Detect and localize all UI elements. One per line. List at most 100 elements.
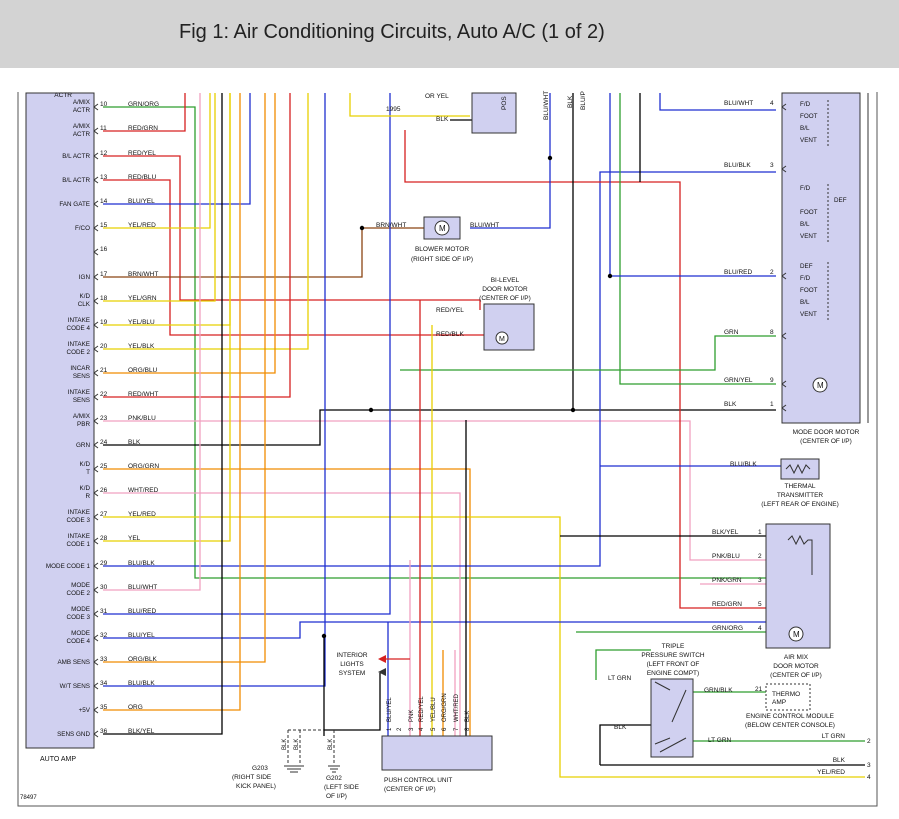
mode-door-pin-number: 2 (770, 269, 774, 276)
auto-amp-pin-number: 31 (100, 608, 108, 615)
air-mix-label-1: AIR MIX (784, 654, 809, 661)
right-output-pin-number: 2 (867, 738, 871, 745)
bilevel-motor-box (483, 303, 535, 351)
auto-amp-wire-label: BLU/WHT (128, 584, 157, 591)
pcu-pin-number: 3 (409, 727, 415, 731)
air-mix-wire-label: PNK/GRN (712, 577, 742, 584)
wire (103, 93, 391, 615)
vertical-wire-blk: BLK (567, 95, 574, 108)
auto-amp-pin-label: MODE CODE 1 (46, 563, 91, 570)
mode-door-motor-box (781, 92, 861, 424)
mode-switch-position-label: B/L (800, 299, 810, 306)
air-mix-pin-number: 2 (758, 553, 762, 560)
auto-amp-pin-label: MODE (71, 582, 90, 589)
mode-switch-position-label: B/L (800, 221, 810, 228)
pin-connector-icon (93, 562, 99, 570)
wire (103, 93, 223, 735)
mode-switch-position-label: VENT (800, 311, 817, 318)
air-mix-motor-symbol (788, 626, 804, 642)
auto-amp-pin-label: INTAKE (68, 509, 90, 516)
g203-wire-1: BLK (282, 739, 288, 750)
pcu-pin-number: 7 (454, 727, 460, 731)
triple-bottom-wire: LT GRN (708, 737, 732, 744)
bilevel-motor-symbol (495, 331, 509, 345)
air-mix-wire-label: BLK/YEL (712, 529, 739, 536)
auto-amp-pin-label: GRN (76, 442, 90, 449)
auto-amp-wire-label: YEL/GRN (128, 295, 157, 302)
pcu-label: PUSH CONTROL UNIT (384, 777, 452, 784)
auto-amp-pin-number: 27 (100, 511, 108, 518)
pcu-location: (CENTER OF I/P) (384, 786, 436, 793)
blower-right-wire: BLU/WHT (470, 222, 499, 229)
pin-connector-icon (93, 658, 99, 666)
year-label: 1995 (386, 106, 401, 113)
junction-dot (547, 155, 553, 161)
junction-dot (570, 407, 576, 413)
mode-door-motor-m: M (817, 381, 824, 390)
auto-amp-pin-number: 25 (100, 463, 108, 470)
auto-amp-pin-number: 11 (100, 125, 107, 132)
air-mix-pin-number: 1 (758, 529, 762, 536)
pin-connector-icon (93, 152, 99, 160)
wire (103, 621, 800, 639)
mode-switch-position-label: VENT (800, 137, 817, 144)
triple-switch-contacts (654, 681, 687, 753)
pin-connector-icon (93, 127, 99, 135)
pin-connector-icon (93, 730, 99, 738)
wire (103, 93, 251, 205)
wire (103, 93, 266, 663)
wire (103, 420, 776, 561)
triple-label-1: TRIPLE (662, 643, 685, 650)
wire (103, 155, 481, 310)
auto-amp-wire-label: YEL (128, 535, 141, 542)
pcu-wire-label: RED/YEL (419, 696, 425, 722)
thermal-label-2: TRANSMITTER (777, 492, 824, 499)
g203-location-1: (RIGHT SIDE (232, 774, 272, 781)
g202-ground-icon (328, 765, 340, 773)
wire (324, 673, 381, 731)
wire (103, 93, 241, 711)
pcu-pin-number: 8 (465, 727, 471, 731)
triple-label-2: PRESSURE SWITCH (641, 652, 705, 659)
junction-dot (359, 225, 365, 231)
thermal-resistor-symbol (785, 463, 811, 475)
auto-amp-pin-label: SENS GND (57, 731, 90, 738)
vertical-wire-blu-p: BLU/P (580, 91, 587, 110)
mode-switch-position-label: FOOT (800, 113, 818, 120)
auto-amp-pin-label: K/D (80, 461, 91, 468)
blower-left-wire: BRN/WHT (376, 222, 406, 229)
auto-amp-wire-label: RED/BLU (128, 174, 156, 181)
mode-door-wire-label: GRN/YEL (724, 377, 753, 384)
auto-amp-pin-number: 30 (100, 584, 108, 591)
auto-amp-pin-label: +5V (79, 707, 91, 714)
pcu-wire-label: BLK (465, 711, 471, 722)
auto-amp-box (25, 92, 95, 749)
air-mix-pin-number: 3 (758, 577, 762, 584)
mode-door-motor-symbol (812, 377, 828, 393)
pcu-pin-number: 4 (419, 727, 425, 731)
auto-amp-label: AUTO AMP (40, 756, 76, 763)
triple-label-4: ENGINE COMPT) (647, 670, 699, 677)
auto-amp-wire-label: ORG/GRN (128, 463, 159, 470)
pin-connector-icon (93, 273, 99, 281)
thermal-label-1: THERMAL (784, 483, 815, 490)
auto-amp-wire-label: ORG/BLK (128, 656, 158, 663)
auto-amp-pin-label: FAN GATE (59, 201, 90, 208)
auto-amp-wire-label: YEL/RED (128, 511, 156, 518)
mode-switch-position-label: F/D (800, 275, 811, 282)
g202-wire: BLK (328, 739, 334, 750)
g203-wire-2: BLK (294, 739, 300, 750)
auto-amp-pin-label: K/D (80, 485, 91, 492)
right-output-pin-number: 4 (867, 774, 871, 781)
mode-switch-position-label: FOOT (800, 209, 818, 216)
air-mix-wire-label: PNK/BLU (712, 553, 740, 560)
triple-right-wire: GRN/BLK (704, 687, 733, 694)
triple-left-wire: LT GRN (608, 675, 632, 682)
auto-amp-wire-label: BLU/BLK (128, 680, 155, 687)
junction-dot (368, 407, 374, 413)
mode-door-wire-label: BLU/BLK (724, 162, 751, 169)
mode-switch-position-label: F/D (800, 101, 811, 108)
auto-amp-pin-number: 19 (100, 319, 108, 326)
